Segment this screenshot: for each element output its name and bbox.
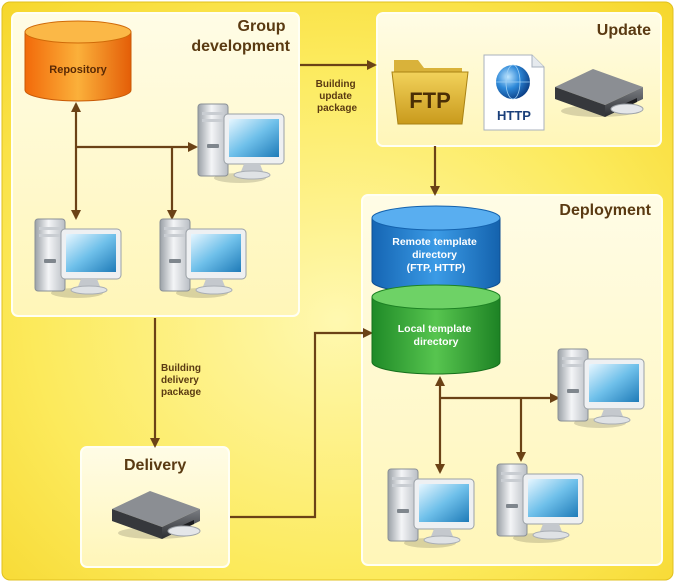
http-icon: HTTP — [483, 54, 545, 131]
delivery-title: Delivery — [124, 457, 186, 474]
ftp-label: FTP — [409, 88, 451, 113]
update-title: Update — [597, 22, 651, 39]
local-template-label: Local template directory — [398, 323, 474, 348]
deployment-title: Deployment — [559, 202, 651, 219]
delivery-package-label: Building delivery package — [161, 363, 204, 398]
http-label: HTTP — [497, 108, 531, 123]
local-template-database: Local template directory — [371, 284, 501, 375]
repository-label: Repository — [49, 64, 107, 76]
deployment-connectors — [435, 376, 560, 474]
remote-template-database: Remote template directory (FTP, HTTP) — [371, 205, 501, 294]
remote-template-label: Remote template directory (FTP, HTTP) — [392, 236, 480, 274]
delivery-to-deployment-arrow — [230, 328, 373, 519]
update-package-label: Building update package — [316, 79, 359, 114]
group-development-title: Group development — [191, 18, 290, 55]
group-connectors — [71, 102, 198, 220]
repository-database: Repository — [24, 20, 132, 102]
folder-icon: FTP — [391, 60, 469, 125]
